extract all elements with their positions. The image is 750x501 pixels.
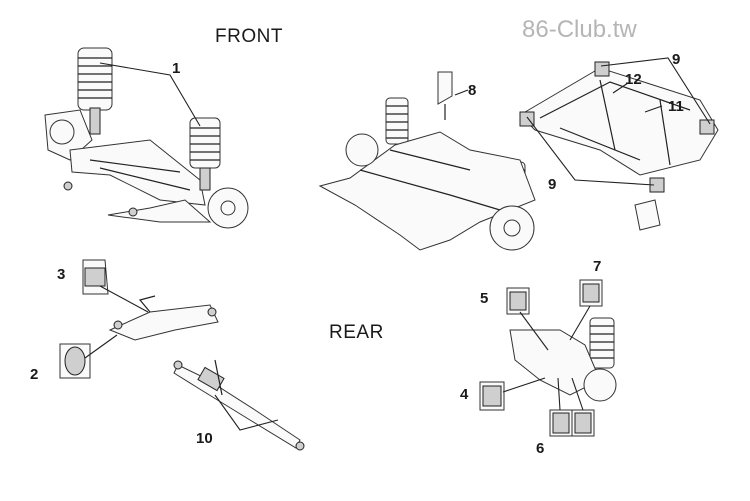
rear-heading: REAR xyxy=(329,322,384,343)
leader-10 xyxy=(214,394,279,431)
rear-suspension-drawing xyxy=(318,71,536,251)
callout-1: 1 xyxy=(172,60,181,77)
callout-2: 2 xyxy=(30,366,39,383)
callout-7: 7 xyxy=(593,258,602,275)
leader-1 xyxy=(99,62,201,127)
front-suspension-drawing xyxy=(44,47,249,229)
leader-9-top xyxy=(600,57,711,125)
leader-7 xyxy=(569,305,591,341)
steering-rack-drawing xyxy=(173,359,305,451)
callout-6: 6 xyxy=(536,440,545,457)
watermark-text: 86-Club.tw xyxy=(522,16,637,43)
callout-8: 8 xyxy=(468,82,477,99)
callout-9-bottom: 9 xyxy=(548,176,557,193)
leader-3 xyxy=(99,285,149,313)
callout-9-top: 9 xyxy=(672,51,681,68)
callout-12: 12 xyxy=(625,71,642,88)
leader-11 xyxy=(644,105,663,113)
front-lower-arm-drawing xyxy=(59,259,219,379)
front-heading: FRONT xyxy=(215,26,283,47)
callout-10: 10 xyxy=(196,430,213,447)
leader-4 xyxy=(502,377,546,393)
leader-6 xyxy=(557,377,584,411)
leader-5 xyxy=(519,311,549,351)
leader-12 xyxy=(612,82,629,94)
rear-bushings-drawing xyxy=(479,279,617,437)
callout-11: 11 xyxy=(668,98,684,115)
callout-4: 4 xyxy=(460,386,469,403)
callout-5: 5 xyxy=(480,290,489,307)
leader-8 xyxy=(454,89,469,96)
leader-2 xyxy=(84,334,118,359)
callout-3: 3 xyxy=(57,266,66,283)
subframe-drawing xyxy=(519,61,719,231)
leader-9-bottom xyxy=(526,116,655,186)
